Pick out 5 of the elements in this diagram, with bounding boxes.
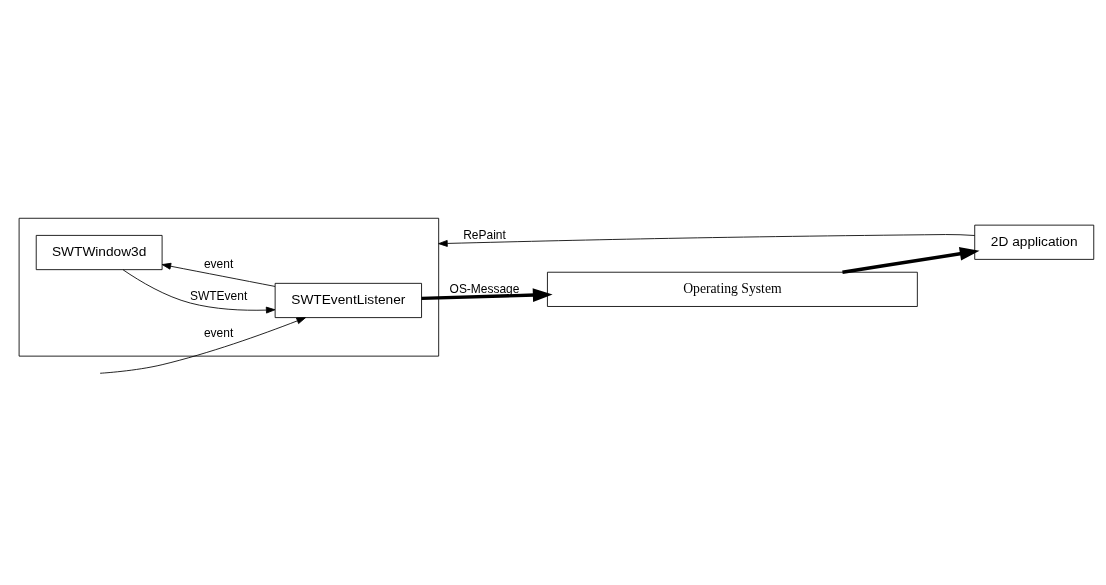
edge-label: event [203, 326, 234, 341]
edge-label: event [203, 257, 234, 272]
edge-label: SWTEvent [190, 288, 248, 303]
edge-label: OS-Message [449, 281, 520, 296]
edge-label: RePaint [463, 228, 506, 242]
